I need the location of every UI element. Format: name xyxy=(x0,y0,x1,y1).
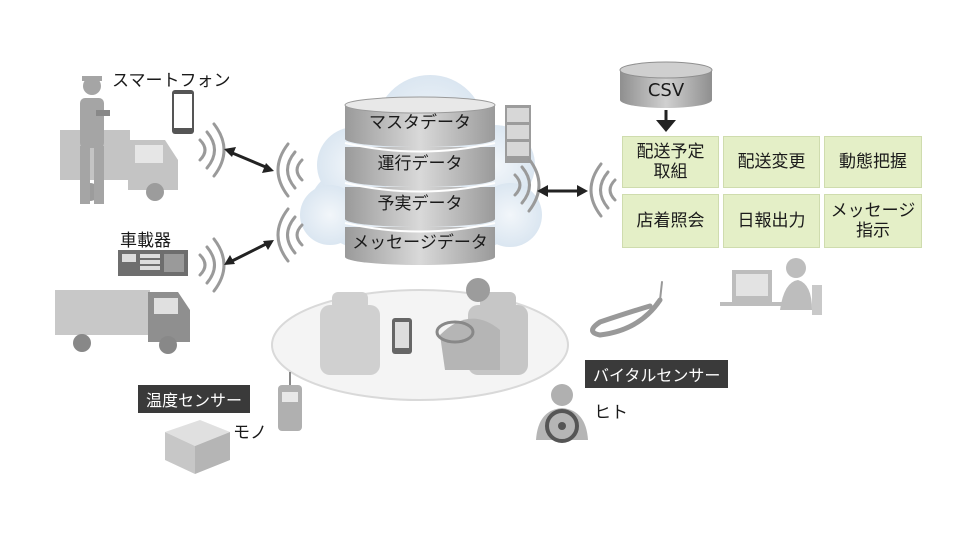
function-box-delivery-change: 配送変更 xyxy=(723,136,820,188)
office-worker-icon xyxy=(720,258,822,315)
db-layer-message: メッセージデータ xyxy=(352,232,488,253)
function-box-delivery-plan: 配送予定取組 xyxy=(622,136,719,188)
db-layer-operation: 運行データ xyxy=(378,153,463,174)
db-layer-master: マスタデータ xyxy=(369,112,471,133)
truck-icon xyxy=(55,290,190,354)
person-label: ヒト xyxy=(594,403,628,423)
truck-icon xyxy=(60,130,178,201)
cardboard-box-icon xyxy=(165,420,230,474)
csv-label: CSV xyxy=(648,80,685,101)
smartphone-icon xyxy=(172,90,194,134)
db-layer-plan-actual: 予実データ xyxy=(378,193,463,214)
function-box-store-arrival: 店着照会 xyxy=(622,194,719,248)
function-box-message: メッセージ指示 xyxy=(824,194,922,248)
driver-icon xyxy=(536,384,588,443)
bidirectional-arrow-icon xyxy=(224,147,588,265)
function-box-daily-report: 日報出力 xyxy=(723,194,820,248)
temperature-sensor-label: 温度センサー xyxy=(138,385,251,413)
function-box-tracking: 動態把握 xyxy=(824,136,922,188)
vital-sensor-icon xyxy=(590,281,663,338)
database-stack: マスタデータ 運行データ 予実データ メッセージデータ xyxy=(344,96,496,265)
temperature-sensor-icon xyxy=(278,372,302,431)
car-interior-icon xyxy=(271,278,569,401)
goods-label: モノ xyxy=(233,423,267,443)
onboard-device-label: 車載器 xyxy=(120,231,171,251)
server-icon xyxy=(505,105,531,163)
csv-database: CSV xyxy=(619,61,713,132)
onboard-device-icon xyxy=(118,250,188,276)
vital-sensor-label: バイタルセンサー xyxy=(585,360,729,388)
smartphone-label: スマートフォン xyxy=(112,71,231,91)
worker-icon xyxy=(80,76,110,204)
